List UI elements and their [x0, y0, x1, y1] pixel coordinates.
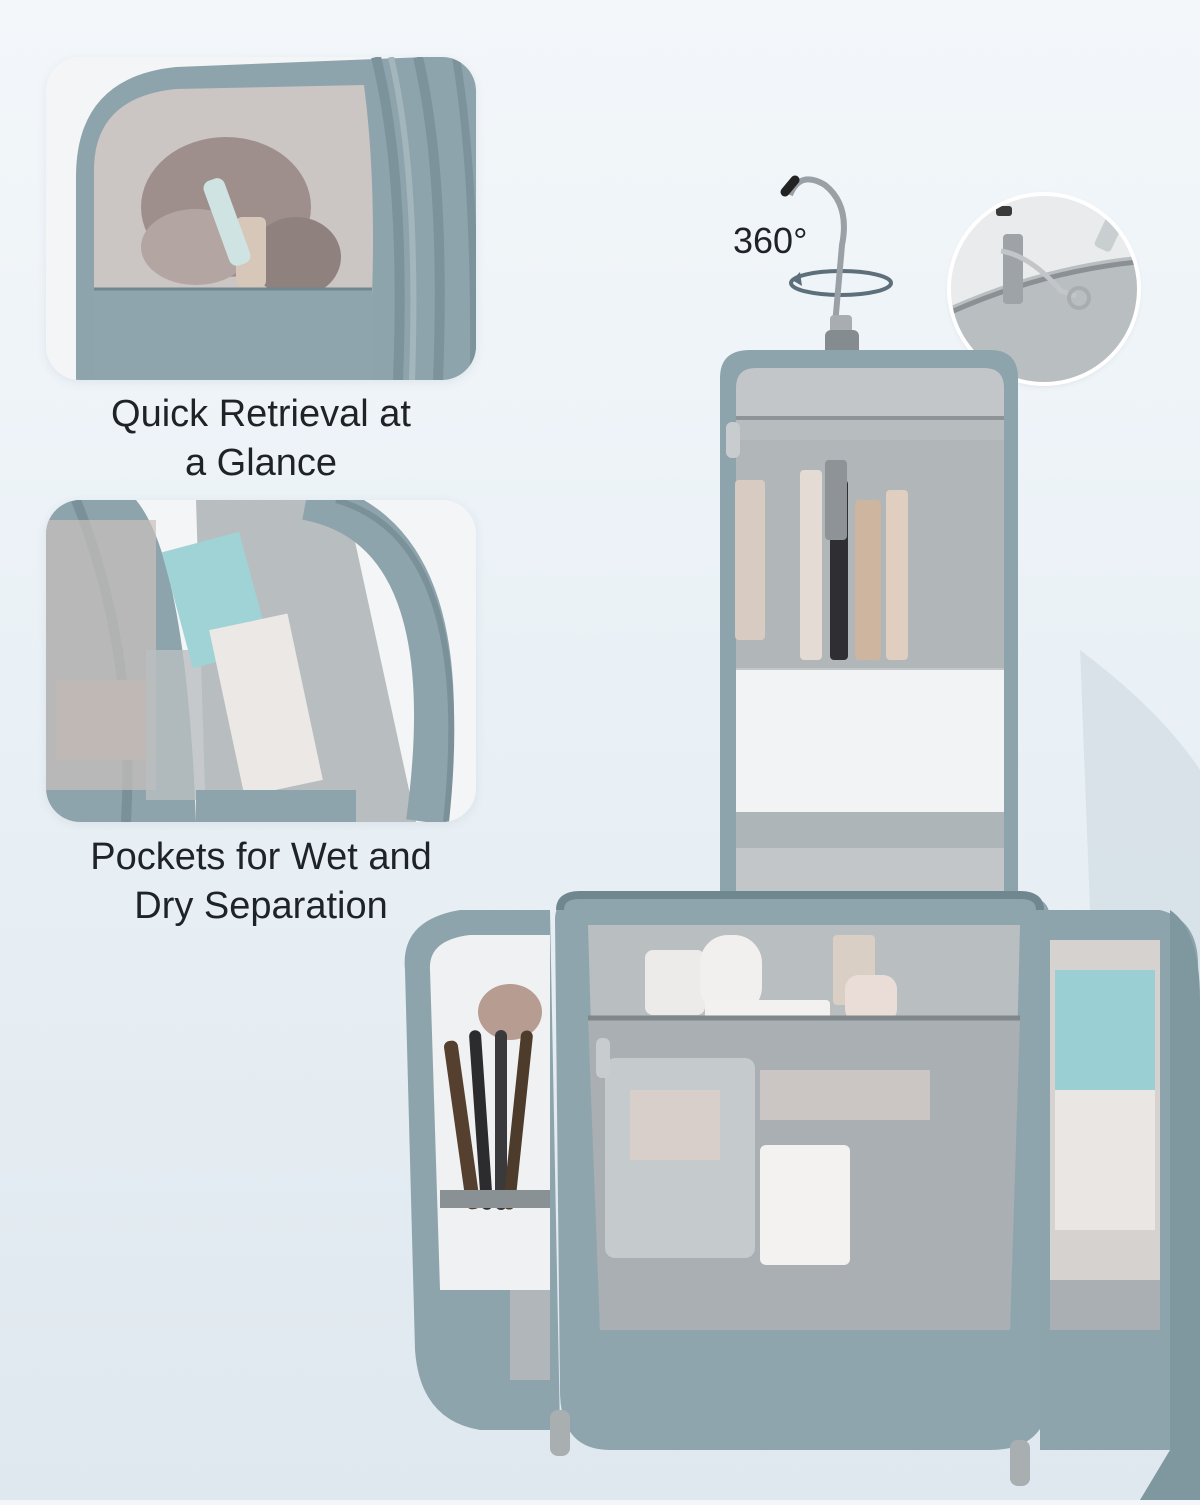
caption-line: Pockets for Wet and	[90, 836, 432, 878]
rotation-label: 360°	[733, 220, 808, 261]
hook-icon	[780, 175, 859, 356]
caption-line: Quick Retrieval at	[111, 393, 411, 435]
feature-image-clear-pocket	[46, 57, 476, 380]
feature-caption-wet-dry: Pockets for Wet and Dry Separation	[46, 833, 476, 931]
caption-line: a Glance	[184, 442, 338, 484]
product-image-hanging-toiletry-bag	[400, 150, 1200, 1505]
feature-image-wet-dry-pockets	[46, 500, 476, 822]
feature-caption-quick-retrieval: Quick Retrieval at a Glance	[46, 390, 476, 488]
caption-line: Dry Separation	[134, 885, 388, 927]
